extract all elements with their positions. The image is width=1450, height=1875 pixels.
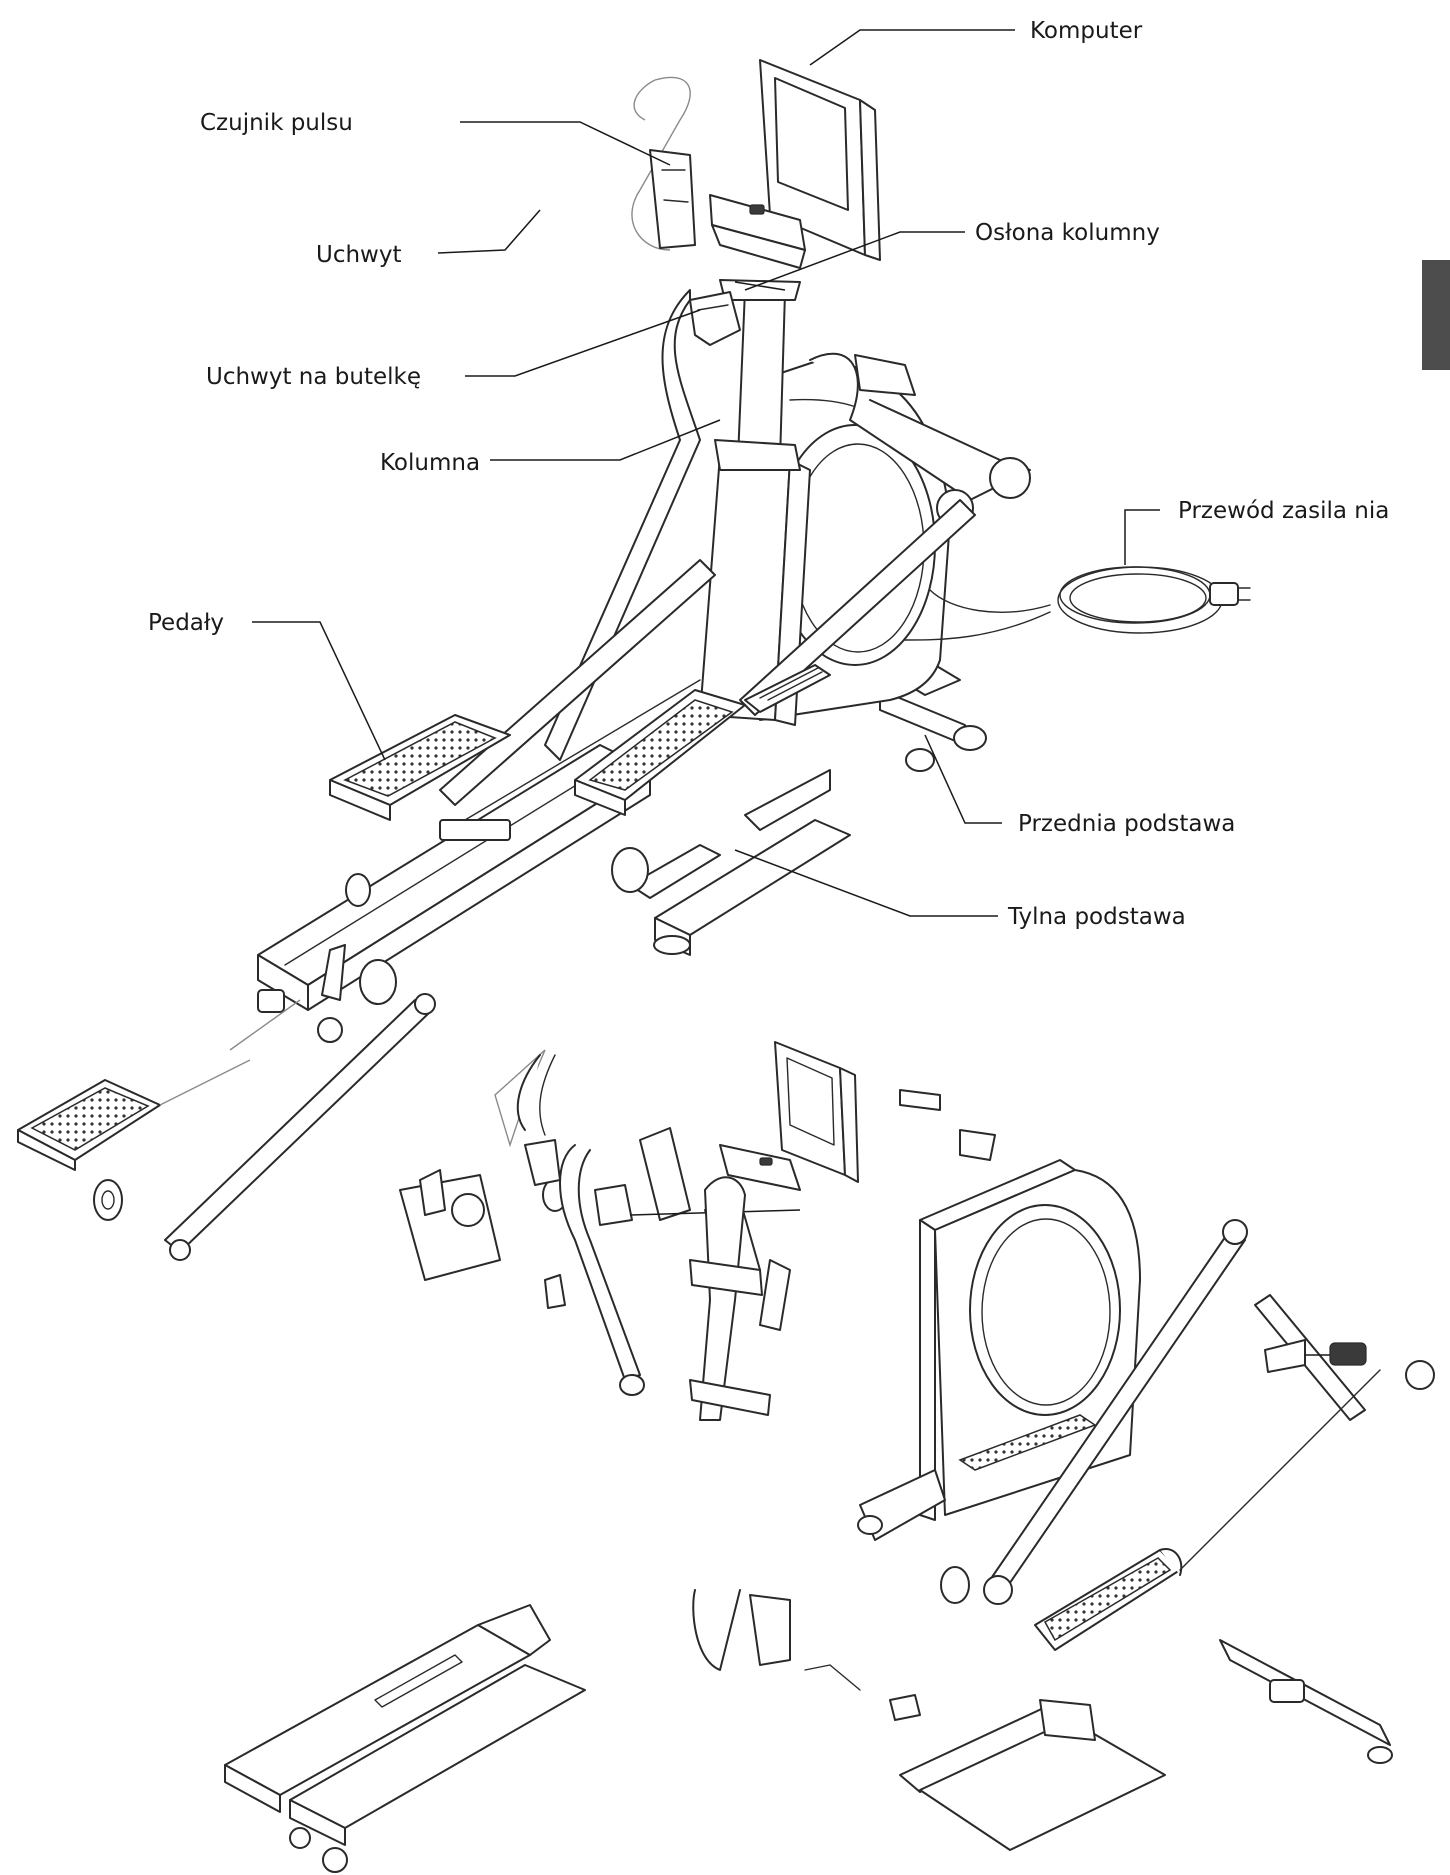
leader-pedaly	[252, 621, 386, 761]
label-kolumna: Kolumna	[380, 450, 480, 476]
rear-stabilizer	[629, 769, 851, 956]
label-czujnik-pulsu: Czujnik pulsu	[200, 110, 353, 136]
leader-uchwyt-na-butelke	[465, 309, 701, 377]
exploded-crank	[399, 1169, 568, 1281]
bottle-holder	[689, 291, 741, 346]
exploded-rear-base	[224, 1604, 586, 1873]
exploded-left-link	[164, 944, 436, 1261]
pedal-slide-track	[744, 664, 831, 713]
leader-oslona-kolumny	[744, 231, 965, 291]
label-uchwyt: Uchwyt	[316, 242, 402, 268]
front-stabilizer	[879, 664, 987, 772]
exploded-yoke	[692, 1589, 921, 1721]
exploded-shroud	[899, 1089, 996, 1161]
label-oslona-kolumny: Osłona kolumny	[975, 220, 1160, 246]
callout-labels: Komputer Czujnik pulsu Uchwyt Osłona kol…	[148, 18, 1389, 930]
power-cord	[904, 566, 1251, 641]
label-komputer: Komputer	[1030, 18, 1143, 44]
leader-komputer	[809, 29, 1015, 66]
pulse-sensor-grips	[649, 149, 696, 249]
rear-base-rail	[257, 744, 651, 1043]
column	[699, 289, 811, 726]
leader-lines	[252, 29, 1160, 917]
leader-uchwyt	[437, 209, 541, 254]
leader-przewod-zasilania	[1124, 509, 1160, 565]
exploded-right-link	[983, 1219, 1366, 1605]
page-edge-tab	[1422, 260, 1450, 370]
exploded-column	[689, 1176, 791, 1421]
exploded-parts	[17, 944, 1435, 1873]
label-przewod-zasilania: Przewód zasila nia	[1178, 498, 1389, 524]
computer-console	[709, 59, 881, 269]
exploded-flywheel-frame	[857, 1159, 1141, 1541]
exploded-left-pedal	[17, 1059, 251, 1171]
exploded-console	[719, 1041, 859, 1191]
label-pedaly: Pedały	[148, 610, 224, 636]
pedals	[329, 664, 831, 821]
label-uchwyt-na-butelke: Uchwyt na butelkę	[206, 364, 421, 390]
rollers	[345, 847, 649, 907]
leader-przednia-podstawa	[924, 734, 1002, 824]
pedal-right	[574, 689, 746, 816]
frame-rails	[439, 499, 976, 841]
exploded-front-base	[899, 1639, 1393, 1851]
assembled-machine	[257, 59, 1251, 1043]
leader-czujnik-pulsu	[460, 121, 671, 166]
label-przednia-podstawa: Przednia podstawa	[1018, 811, 1235, 837]
exploded-right-rollers	[940, 1339, 1435, 1604]
exploded-handlebar	[494, 1049, 645, 1396]
leader-tylna-podstawa	[734, 849, 998, 917]
label-tylna-podstawa: Tylna podstawa	[1007, 904, 1186, 930]
exploded-bottle-holders	[524, 1139, 633, 1309]
pedal-left	[329, 714, 511, 821]
exploded-roller-left	[93, 1179, 123, 1221]
exploded-right-pedal	[1034, 1369, 1381, 1651]
leader-kolumna	[490, 419, 721, 461]
